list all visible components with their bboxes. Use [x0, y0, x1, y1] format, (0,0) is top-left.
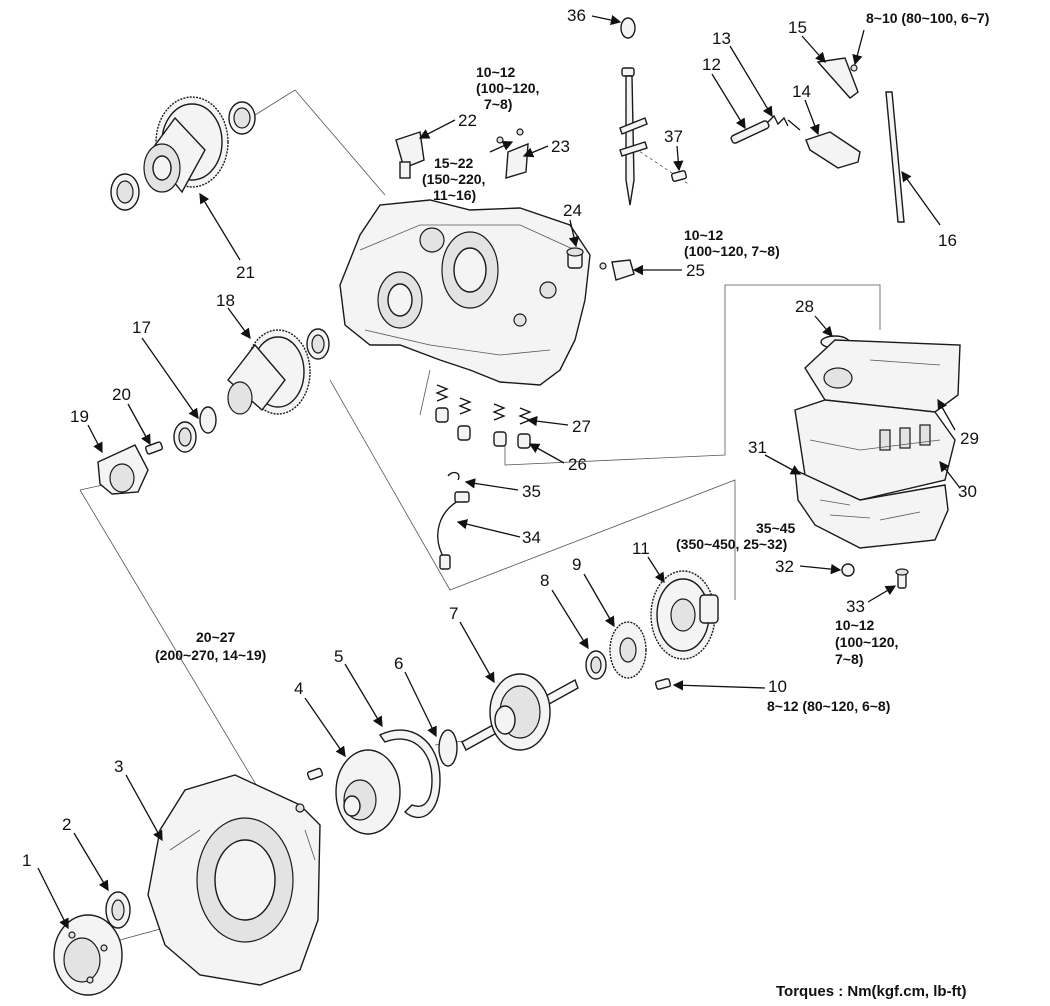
gear-part-9 [609, 621, 647, 679]
callout-37: 37 [664, 127, 683, 146]
parking-pawl-part-14 [805, 131, 861, 169]
callout-10: 10 [768, 677, 787, 696]
torque-25-line2: (100~120, 7~8) [684, 243, 780, 259]
callout-3: 3 [114, 757, 123, 776]
pump-gasket-part-5 [378, 729, 441, 818]
sensor-part-25 [599, 259, 635, 281]
callout-29: 29 [960, 429, 979, 448]
torque-33-line1: 10~12 [835, 617, 875, 633]
torque-22-line1: 10~12 [476, 64, 516, 80]
callout-30: 30 [958, 482, 977, 501]
callout-27: 27 [572, 417, 591, 436]
bolt-part-37 [670, 170, 688, 182]
wiring-harness-part-34 [437, 491, 470, 570]
callout-17: 17 [132, 318, 151, 337]
callout-13: 13 [712, 29, 731, 48]
callout-numbers: 1 2 3 4 5 6 7 8 9 10 11 12 13 14 15 16 1… [22, 6, 979, 870]
callout-33: 33 [846, 597, 865, 616]
thrust-washer-part-8 [585, 650, 607, 680]
accumulator-springs-part-27 [435, 384, 532, 425]
callout-18: 18 [216, 291, 235, 310]
callout-1: 1 [22, 851, 31, 870]
callout-26: 26 [568, 455, 587, 474]
oil-seal-part-17 [173, 406, 217, 453]
oil-pan-gasket-part-31 [794, 468, 949, 549]
accumulator-pistons-part-26 [435, 407, 531, 449]
torque-23-line1: 15~22 [434, 155, 474, 171]
torque-4-line2: (200~270, 14~19) [155, 647, 266, 663]
callout-12: 12 [702, 55, 721, 74]
callout-14: 14 [792, 82, 811, 101]
callout-9: 9 [572, 555, 581, 574]
torque-22-line2: (100~120, [476, 80, 539, 96]
differential-case-part-18 [227, 328, 330, 415]
bearing-retainer-part-19 [97, 444, 149, 495]
bolt-part-10 [654, 678, 672, 690]
oil-pump-part-4 [335, 749, 401, 835]
torque-25-line1: 10~12 [684, 227, 724, 243]
torque-4-line1: 20~27 [196, 629, 236, 645]
callout-21: 21 [236, 263, 255, 282]
callout-6: 6 [394, 654, 403, 673]
callout-35: 35 [522, 482, 541, 501]
callout-28: 28 [795, 297, 814, 316]
torque-15: 8~10 (80~100, 6~7) [866, 10, 989, 26]
callout-16: 16 [938, 231, 957, 250]
torque-specs: 10~12 (100~120, 7~8) 15~22 (150~220, 11~… [155, 10, 989, 714]
bracket-part-15 [816, 57, 859, 99]
callout-34: 34 [522, 528, 541, 547]
transaxle-case [339, 199, 591, 386]
torque-32-line2: (350~450, 25~32) [676, 536, 787, 552]
spring-part-13 [767, 114, 801, 131]
torque-33-line2: (100~120, [835, 634, 898, 650]
callout-36: 36 [567, 6, 586, 25]
callout-4: 4 [294, 679, 303, 698]
speed-sensor-part-22 [395, 131, 425, 179]
callout-15: 15 [788, 18, 807, 37]
bolt-part-33 [895, 568, 909, 589]
torque-32-line1: 35~45 [756, 520, 796, 536]
callout-7: 7 [449, 604, 458, 623]
torque-23-line2: (150~220, [422, 171, 485, 187]
callout-19: 19 [70, 407, 89, 426]
callout-5: 5 [334, 647, 343, 666]
callout-20: 20 [112, 385, 131, 404]
torque-23-line3: 11~16) [433, 187, 476, 203]
bracket-part-23 [496, 128, 529, 179]
o-ring-part-6 [438, 729, 458, 767]
assembly-guide-lines [79, 89, 881, 941]
plug-part-24 [566, 247, 584, 269]
clip-part-35 [447, 471, 460, 481]
callout-31: 31 [748, 438, 767, 457]
oil-level-gauge-part-36 [619, 17, 648, 206]
callout-leader-lines [37, 15, 961, 930]
bolt-part-4-mount [306, 767, 324, 781]
bolt-part-20 [144, 441, 164, 455]
callout-22: 22 [458, 111, 477, 130]
rod-part-16 [885, 91, 905, 223]
oil-filter-part-29 [804, 339, 961, 413]
callout-23: 23 [551, 137, 570, 156]
transfer-driven-gear-part-11 [650, 570, 719, 660]
shaft-assembly-part-7 [461, 673, 579, 751]
callout-25: 25 [686, 261, 705, 280]
callout-32: 32 [775, 557, 794, 576]
torque-units-note: Torques : Nm(kgf.cm, lb-ft) [776, 983, 967, 1000]
torque-10: 8~12 (80~120, 6~8) [767, 698, 890, 714]
callout-2: 2 [62, 815, 71, 834]
callout-8: 8 [540, 571, 549, 590]
torque-converter-part-1 [53, 914, 123, 996]
oil-seal-part-2 [105, 891, 131, 929]
torque-33-line3: 7~8) [835, 651, 863, 667]
converter-housing-part-3 [147, 774, 321, 986]
torque-22-line3: 7~8) [484, 96, 512, 112]
bolt-part-32 [841, 563, 855, 577]
shaft-part-12 [730, 120, 770, 144]
callout-11: 11 [632, 539, 650, 558]
differential-drive-gear-part-21 [110, 96, 256, 211]
callout-24: 24 [563, 201, 582, 220]
